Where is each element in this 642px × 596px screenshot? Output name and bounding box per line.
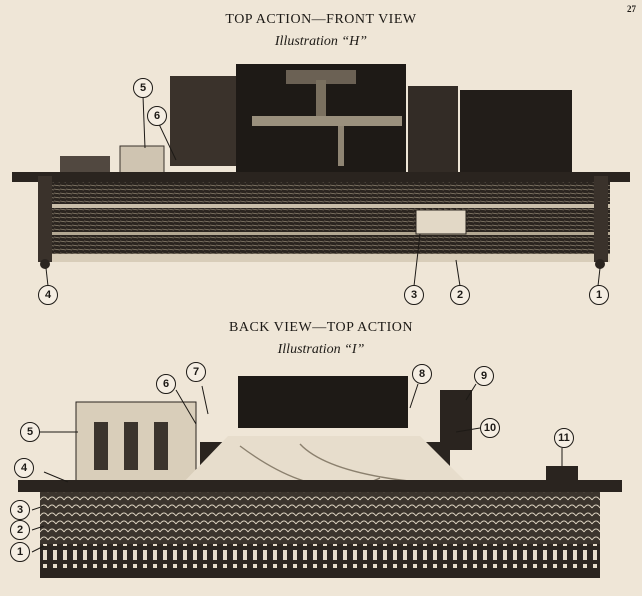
callout-h-1: 1 <box>589 285 609 305</box>
callout-i-1: 1 <box>10 542 30 562</box>
callout-i-2: 2 <box>10 520 30 540</box>
callout-h-3: 3 <box>404 285 424 305</box>
callout-i-4: 4 <box>14 458 34 478</box>
illustration-i-subheading: Illustration “I” <box>277 342 365 357</box>
callout-i-5: 5 <box>20 422 40 442</box>
callout-i-8: 8 <box>412 364 432 384</box>
callout-i-6: 6 <box>156 374 176 394</box>
callout-i-11: 11 <box>554 428 574 448</box>
illustration-h-photo <box>12 64 630 287</box>
callout-h-4: 4 <box>38 285 58 305</box>
illustration-h-subheading: Illustration “H” <box>274 34 368 49</box>
page-number: 27 <box>627 4 636 14</box>
illustration-i-photo <box>18 376 622 578</box>
callout-h-2: 2 <box>450 285 470 305</box>
callout-i-9: 9 <box>474 366 494 386</box>
callout-i-7: 7 <box>186 362 206 382</box>
callout-i-3: 3 <box>10 500 30 520</box>
illustration-i-heading: BACK VIEW—TOP ACTION <box>229 320 413 335</box>
callout-h-5: 5 <box>133 78 153 98</box>
callout-h-6: 6 <box>147 106 167 126</box>
illustration-h-heading: TOP ACTION—FRONT VIEW <box>225 12 417 27</box>
callout-i-10: 10 <box>480 418 500 438</box>
